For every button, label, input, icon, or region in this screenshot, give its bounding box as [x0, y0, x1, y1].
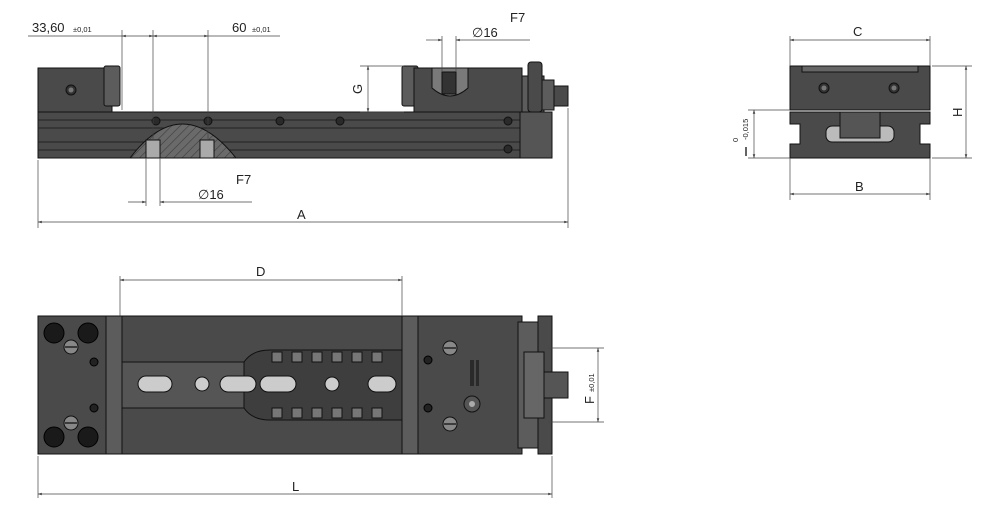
dim-c-label: C	[853, 24, 862, 39]
side-view: 33,60 ±0,01 60 ±0,01 ∅16 F7 ∅16 F7 G A	[28, 10, 569, 228]
slot-hole-icon	[219, 375, 257, 393]
tolerance-minus: -0,015	[741, 119, 750, 140]
rail-hole-icon	[503, 116, 513, 126]
right-jaw-bolt	[441, 71, 457, 95]
bolt-head-icon	[43, 322, 65, 344]
round-hole-icon	[324, 376, 340, 392]
left-jaw-plate	[103, 65, 121, 107]
dim-d-label: D	[256, 264, 265, 279]
plan-right-jaw-plate	[401, 315, 419, 455]
rack-teeth	[271, 351, 383, 419]
left-jaw-screw-core	[68, 87, 74, 93]
base-rail	[37, 111, 553, 159]
dim-60-label: 60	[232, 20, 246, 35]
base-end-block	[519, 111, 553, 159]
small-hole-icon	[89, 403, 99, 413]
small-hole-icon	[423, 403, 433, 413]
dim-b-label: B	[855, 179, 864, 194]
rail-hole-icon	[275, 116, 285, 126]
plan-right-block	[417, 315, 523, 455]
slot-hole-icon	[259, 375, 297, 393]
dim-3360-tolerance: ±0,01	[73, 25, 92, 34]
round-hole-icon	[194, 376, 210, 392]
plan-spindle-collar	[523, 351, 545, 419]
rail-hole-icon	[151, 116, 161, 126]
plan-view: D F ±0,01 L	[37, 264, 604, 498]
locating-pin-right	[199, 139, 215, 159]
end-view-jaw	[789, 65, 931, 111]
locating-pin-left	[145, 139, 161, 159]
dia16-top-label: ∅16	[472, 25, 498, 40]
tolerance-zero: 0	[731, 138, 740, 142]
bolt-head-icon	[43, 426, 65, 448]
spindle-flange	[527, 61, 543, 113]
dim-60-tolerance: ±0,01	[252, 25, 271, 34]
spindle-end	[553, 85, 569, 107]
slot-hole-icon	[367, 375, 397, 393]
dim-g-label: G	[350, 84, 365, 94]
engraving-mark	[476, 360, 479, 386]
small-hole-icon	[89, 357, 99, 367]
small-hole-icon	[423, 355, 433, 365]
slot-hole-icon	[137, 375, 173, 393]
bolt-head-icon	[77, 322, 99, 344]
spindle-nut	[541, 79, 555, 111]
dim-a-label: A	[297, 207, 306, 222]
end-view-key	[839, 111, 881, 139]
f7-top-label: F7	[510, 10, 525, 25]
rail-hole-icon	[503, 144, 513, 154]
f7-bottom-label: F7	[236, 172, 251, 187]
dim-f-tolerance: ±0,01	[587, 373, 596, 392]
dim-l-label: L	[292, 479, 299, 494]
end-view: C B H 0 -0,015	[731, 24, 972, 200]
dim-h-label: H	[950, 108, 965, 117]
dia16-bottom-label: ∅16	[198, 187, 224, 202]
dim-3360-label: 33,60	[32, 20, 65, 35]
bolt-head-icon	[77, 426, 99, 448]
plan-left-jaw-plate	[105, 315, 123, 455]
rail-hole-icon	[335, 116, 345, 126]
plan-spindle-end	[543, 371, 569, 399]
engraving-mark	[470, 360, 474, 386]
dim-f-label: F	[582, 396, 597, 404]
